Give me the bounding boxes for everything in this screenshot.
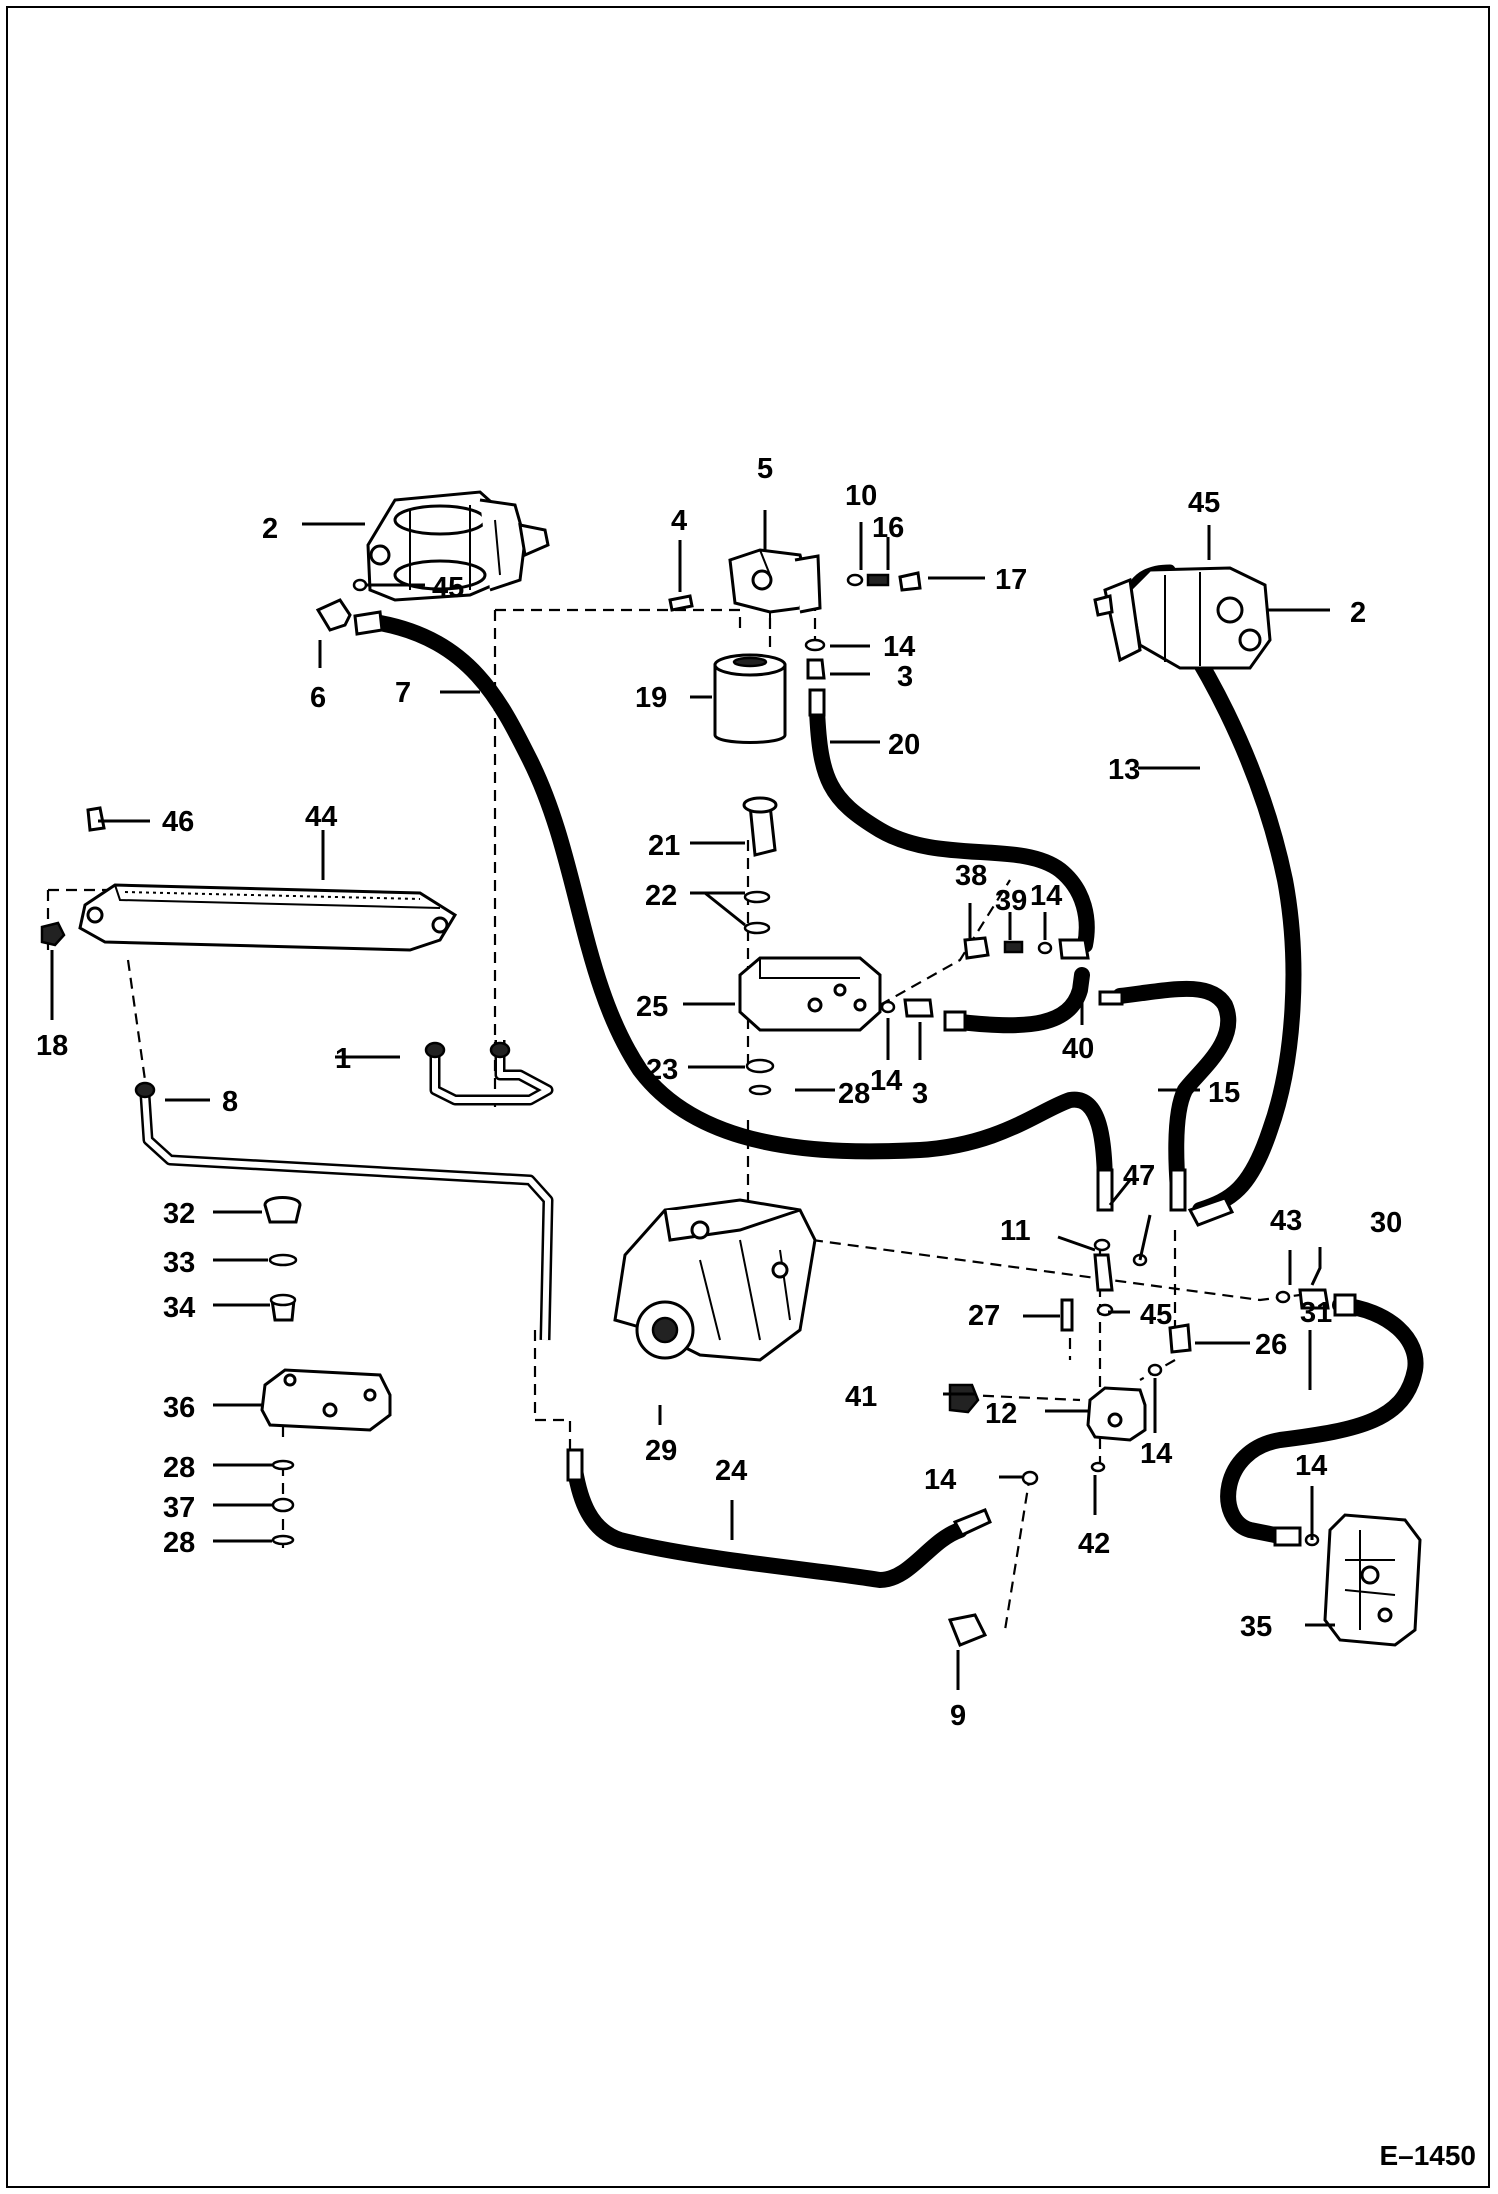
callout-3-filter: 3	[897, 661, 913, 693]
callout-36: 36	[163, 1392, 195, 1424]
oil-cooler	[78, 883, 458, 952]
callout-9: 9	[950, 1700, 966, 1732]
callout-28-mid: 28	[163, 1452, 195, 1484]
valve-block-25	[738, 956, 882, 1032]
callout-11: 11	[1000, 1215, 1031, 1247]
callout-42: 42	[1078, 1528, 1110, 1560]
callout-24: 24	[715, 1455, 747, 1487]
hose-15	[1112, 980, 1237, 1198]
callout-14-block25: 14	[870, 1065, 902, 1097]
fittings	[40, 571, 1357, 1647]
hose-24	[567, 1462, 968, 1588]
callout-32: 32	[163, 1198, 195, 1230]
valve-block-36	[260, 1368, 392, 1432]
callout-44: 44	[305, 801, 337, 833]
hydraulic-pump	[613, 1198, 817, 1362]
callout-37: 37	[163, 1492, 195, 1524]
callout-2-right: 2	[1350, 597, 1366, 629]
callout-5: 5	[757, 453, 773, 485]
callout-1: 1	[335, 1043, 351, 1075]
callout-15: 15	[1208, 1077, 1240, 1109]
callout-31: 31	[1300, 1297, 1332, 1329]
filter-element	[713, 653, 787, 744]
tee-block-12	[1086, 1386, 1147, 1442]
callout-38: 38	[955, 860, 987, 892]
callout-45-right: 45	[1188, 487, 1220, 519]
callout-8: 8	[222, 1086, 238, 1118]
callout-labels: 2 2 45 4 5 10 16 17 45 14 3 6 7 19 20 13…	[36, 453, 1402, 1732]
callout-14-block12: 14	[1140, 1438, 1172, 1470]
callout-3-block25: 3	[912, 1078, 928, 1110]
callout-14-filter: 14	[883, 631, 915, 663]
callout-41: 41	[845, 1381, 877, 1413]
callout-34: 34	[163, 1292, 195, 1324]
hoses	[372, 564, 1424, 1588]
callout-21: 21	[648, 830, 680, 862]
callout-30: 30	[1370, 1207, 1402, 1239]
hose-7	[372, 615, 1113, 1198]
callout-22: 22	[645, 880, 677, 912]
callout-25: 25	[636, 991, 668, 1023]
control-valve	[1323, 1513, 1422, 1647]
callout-6: 6	[310, 682, 326, 714]
hose-31	[1220, 1297, 1424, 1543]
callout-20: 20	[888, 729, 920, 761]
hose-40	[952, 967, 1090, 1034]
drawing-id: E–1450	[1379, 2140, 1476, 2171]
callout-40: 40	[1062, 1033, 1094, 1065]
callout-16: 16	[872, 512, 904, 544]
callout-7: 7	[395, 677, 411, 709]
callout-35: 35	[1240, 1611, 1272, 1643]
callout-27: 27	[968, 1300, 1000, 1332]
hydraulic-motor-left	[366, 490, 550, 602]
callout-46: 46	[162, 806, 194, 838]
hydraulic-motor-right	[1093, 566, 1272, 670]
callout-10: 10	[845, 480, 877, 512]
callout-39: 39	[995, 885, 1027, 917]
callout-47: 47	[1123, 1160, 1155, 1192]
callout-33: 33	[163, 1247, 195, 1279]
callout-43: 43	[1270, 1205, 1302, 1237]
callout-12: 12	[985, 1398, 1017, 1430]
callout-28-bottom: 28	[163, 1527, 195, 1559]
drawing-frame	[6, 6, 1490, 2188]
callout-26: 26	[1255, 1329, 1287, 1361]
tubes	[139, 1040, 554, 1341]
callout-14-39: 14	[1030, 880, 1062, 912]
hose-13	[1142, 582, 1302, 1218]
callout-2-left: 2	[262, 513, 278, 545]
callout-18: 18	[36, 1030, 68, 1062]
callout-19: 19	[635, 682, 667, 714]
hose-20	[809, 702, 1095, 953]
filter-head	[728, 548, 822, 625]
callout-29: 29	[645, 1435, 677, 1467]
callout-4: 4	[671, 505, 687, 537]
callout-45-tee: 45	[1140, 1299, 1172, 1331]
leader-lines	[50, 510, 1335, 1690]
callout-28-top: 28	[838, 1078, 870, 1110]
callout-14-hose24: 14	[924, 1464, 956, 1496]
callout-14-hose31: 14	[1295, 1450, 1327, 1482]
callout-45-left: 45	[432, 572, 464, 604]
callout-13: 13	[1108, 754, 1140, 786]
callout-17: 17	[995, 564, 1027, 596]
callout-23: 23	[646, 1054, 678, 1086]
